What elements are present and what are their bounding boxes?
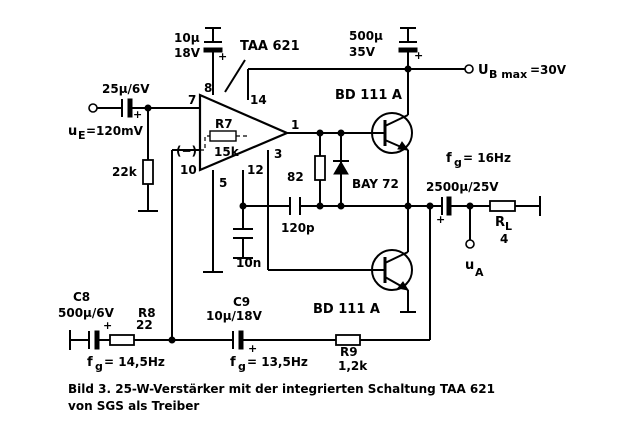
resistor-22k <box>142 159 154 185</box>
output-u: u <box>465 258 474 273</box>
r8-value: 22 <box>136 318 153 332</box>
ic-name-label: TAA 621 <box>240 39 300 54</box>
capacitor-10n <box>233 228 253 239</box>
input-voltage-label: u E =120mV <box>68 124 144 142</box>
pin-5: 5 <box>219 176 227 190</box>
supply-cap-voltage: 35V <box>349 45 376 59</box>
resistor-82 <box>314 155 326 181</box>
fg2-value: = 13,5Hz <box>247 355 308 369</box>
plus-sign: + <box>248 342 257 355</box>
transistor-bottom-label: BD 111 A <box>313 302 380 317</box>
rl-r: R <box>495 215 505 230</box>
supply-value: =30V <box>530 63 567 77</box>
resistor-rl <box>489 200 516 212</box>
pin-10: 10 <box>180 163 197 177</box>
caption-line-1: Bild 3. 25-W-Verstärker mit der integrie… <box>68 382 495 396</box>
capacitor-supply <box>398 41 418 53</box>
capacitor-pin8 <box>203 41 223 53</box>
capacitor-120p <box>289 197 301 215</box>
cap-120p-label: 120p <box>281 221 315 235</box>
fg2-f: f <box>230 355 236 370</box>
diode-bay72 <box>333 160 349 175</box>
pin-3: 3 <box>274 147 282 161</box>
c9-value: 10μ/18V <box>206 309 263 323</box>
opamp-taa621 <box>198 59 290 172</box>
input-cap-label: 25μ/6V <box>102 82 150 96</box>
r7-name: R7 <box>215 117 233 131</box>
input-terminal <box>88 103 98 113</box>
output-fg-label: f g = 16Hz <box>446 151 511 169</box>
pin-8: 8 <box>204 81 212 95</box>
output-terminal <box>465 239 475 249</box>
r8-name: R8 <box>138 306 156 320</box>
fg1-label: f g = 14,5Hz <box>87 355 165 373</box>
plus-sign: + <box>436 213 445 226</box>
c9-name: C9 <box>233 295 250 309</box>
output-fg-sub: g <box>454 156 462 169</box>
fg2-label: f g = 13,5Hz <box>230 355 308 373</box>
input-value: =120mV <box>86 124 144 138</box>
capacitor-c9 <box>232 330 244 350</box>
c8-name: C8 <box>73 290 90 304</box>
capacitor-input <box>121 98 133 118</box>
resistor-22k-label: 22k <box>112 165 138 179</box>
rl-label: R L 4 <box>495 215 512 246</box>
supply-terminal <box>464 64 474 74</box>
fg2-sub: g <box>238 360 246 373</box>
output-fg-f: f <box>446 151 452 166</box>
pin-12: 12 <box>247 163 264 177</box>
capacitor-c8 <box>88 330 100 350</box>
plus-sign: + <box>103 319 112 332</box>
output-fg-value: = 16Hz <box>463 151 511 165</box>
rl-value: 4 <box>500 232 508 246</box>
pin8-cap-voltage: 18V <box>174 46 201 60</box>
caption-line-2: von SGS als Treiber <box>68 399 200 413</box>
r9-name: R9 <box>340 345 358 359</box>
r7-value: 15k <box>214 145 240 159</box>
fg1-value: = 14,5Hz <box>104 355 165 369</box>
fg1-f: f <box>87 355 93 370</box>
cap-10n-label: 10n <box>236 256 261 270</box>
output-cap-label: 2500μ/25V <box>426 180 499 194</box>
supply-cap-value: 500μ <box>349 29 383 43</box>
capacitor-output <box>441 196 452 216</box>
transistor-top <box>371 112 413 154</box>
plus-sign: + <box>414 49 423 62</box>
pin-minus: (−) <box>176 144 197 158</box>
resistor-r8 <box>109 334 135 346</box>
supply-u: U <box>478 63 489 78</box>
transistor-top-label: BD 111 A <box>335 88 402 103</box>
plus-sign: + <box>133 108 142 121</box>
transistor-bottom <box>371 249 413 291</box>
input-u: u <box>68 124 77 139</box>
pin8-cap-value: 10μ <box>174 31 200 45</box>
plus-sign: + <box>218 50 227 63</box>
diode-label: BAY 72 <box>352 177 399 191</box>
resistor-82-label: 82 <box>287 170 304 184</box>
supply-sub: B max <box>489 68 527 81</box>
junction-dots <box>144 65 474 344</box>
input-sub: E <box>78 129 86 142</box>
pin-1: 1 <box>291 118 299 132</box>
c8-value: 500μ/6V <box>58 306 115 320</box>
rl-sub: L <box>505 220 512 233</box>
r9-value: 1,2k <box>338 359 368 373</box>
figure-caption: Bild 3. 25-W-Verstärker mit der integrie… <box>68 381 608 415</box>
supply-voltage-label: U B max =30V <box>478 63 567 81</box>
fg1-sub: g <box>95 360 103 373</box>
output-sub: A <box>475 266 484 279</box>
pin-14: 14 <box>250 93 267 107</box>
resistor-r9 <box>335 334 361 346</box>
pin-7: 7 <box>188 93 196 107</box>
wiring <box>69 27 541 350</box>
output-voltage-label: u A <box>465 258 484 279</box>
